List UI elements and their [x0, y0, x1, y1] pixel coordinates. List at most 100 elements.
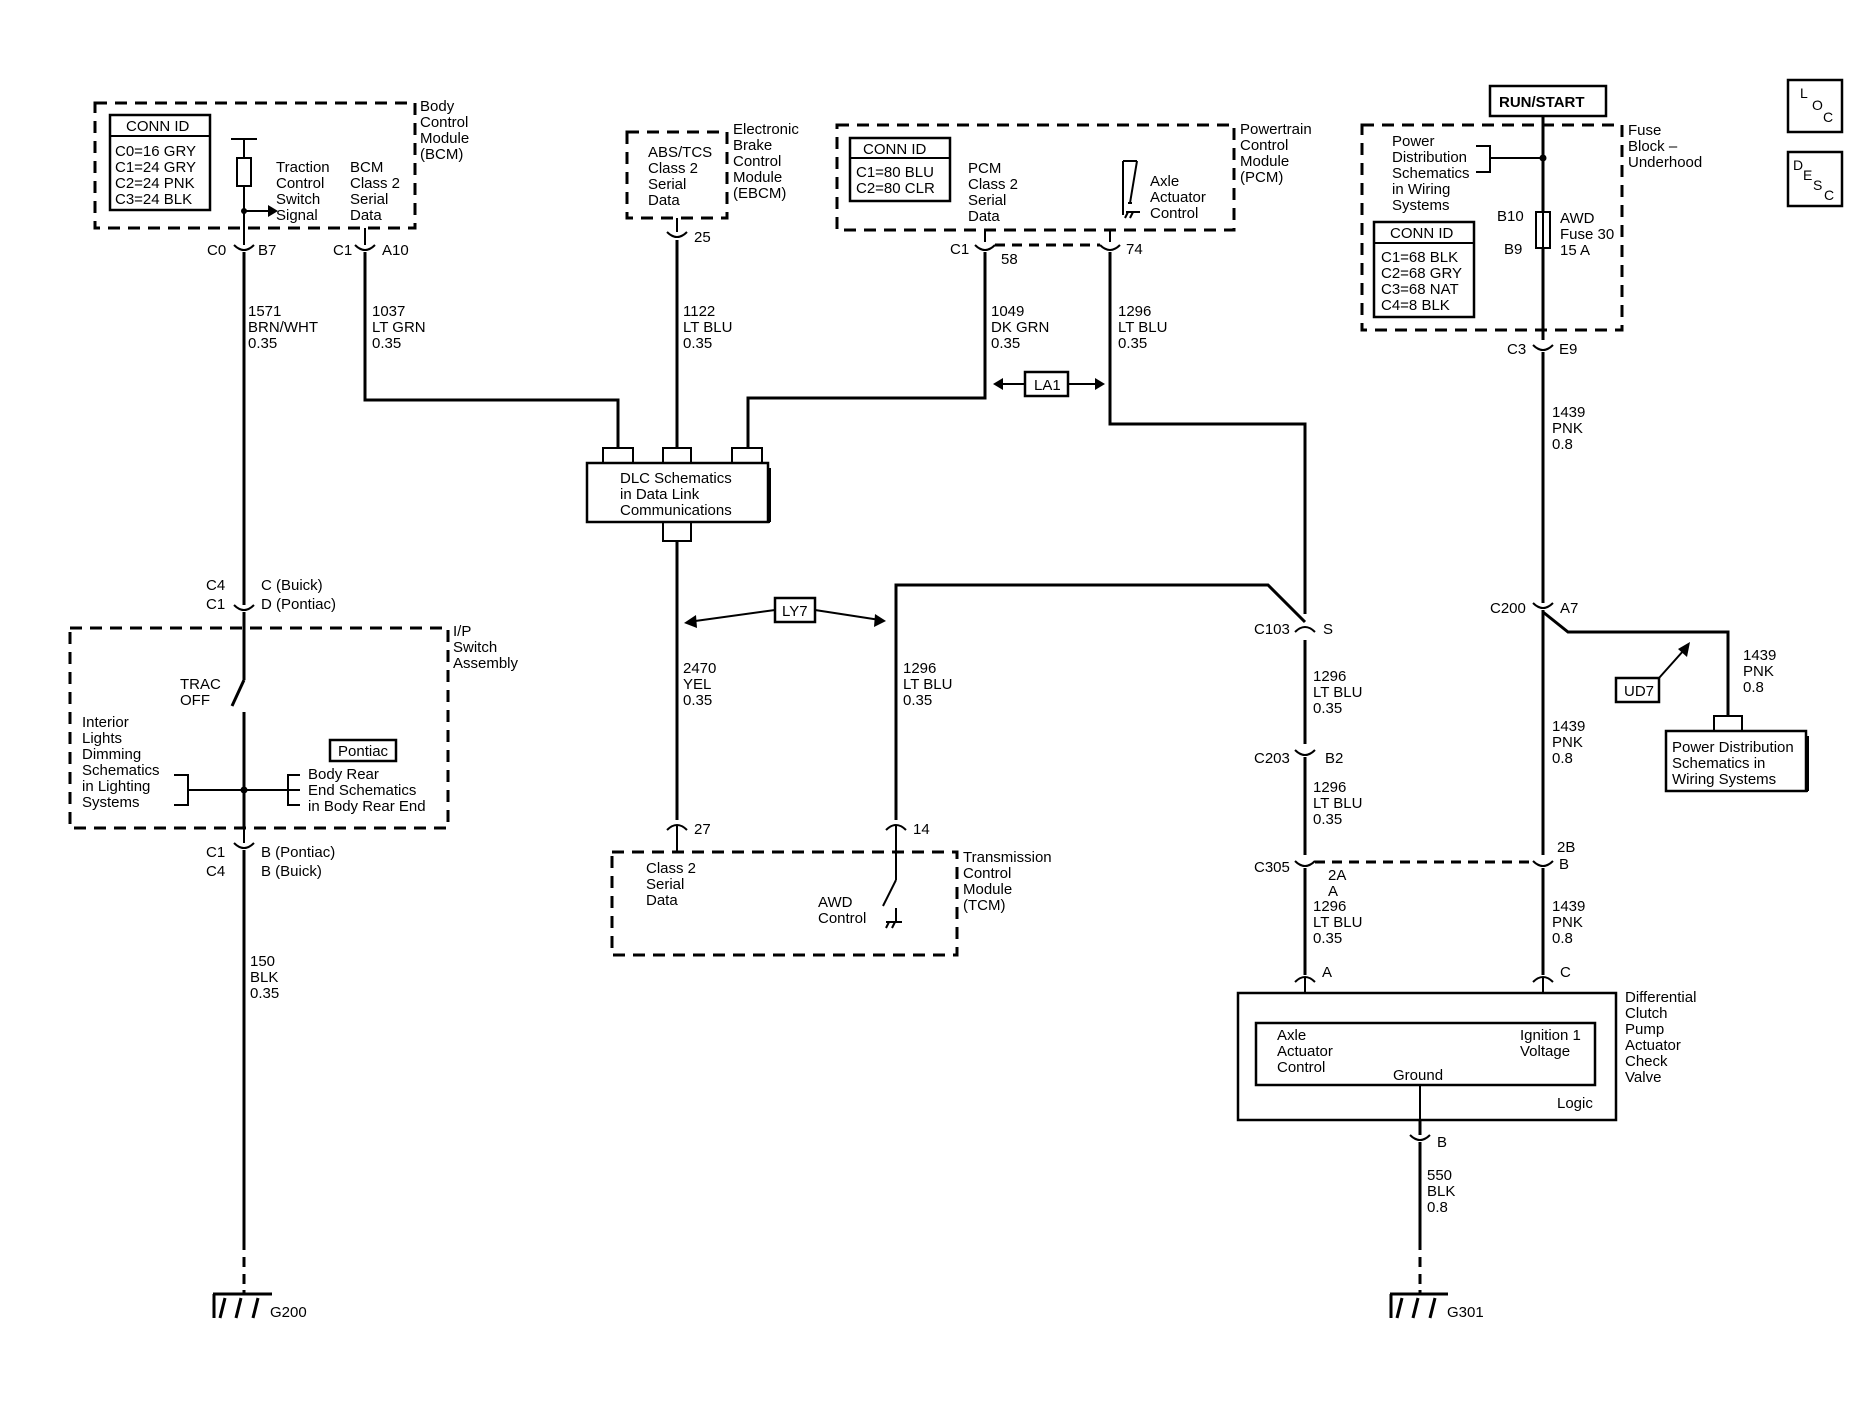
svg-text:Control: Control: [276, 175, 324, 192]
svg-text:O: O: [1812, 97, 1823, 113]
svg-text:YEL: YEL: [683, 676, 711, 693]
svg-text:TRAC: TRAC: [180, 676, 221, 693]
svg-text:Axle: Axle: [1150, 173, 1179, 190]
svg-text:Schematics: Schematics: [82, 762, 160, 779]
ud7-reference[interactable]: UD7: [1614, 642, 1690, 704]
wire-1296-c305-label: 1296 LT BLU 0.35: [1313, 898, 1362, 947]
svg-text:G200: G200: [270, 1304, 307, 1321]
svg-text:0.35: 0.35: [1313, 930, 1342, 947]
svg-text:Body Rear: Body Rear: [308, 766, 379, 783]
svg-text:L: L: [1800, 85, 1808, 101]
svg-text:LT BLU: LT BLU: [903, 676, 952, 693]
svg-text:BCM: BCM: [350, 159, 383, 176]
svg-text:Ground: Ground: [1393, 1067, 1443, 1084]
dlc-box[interactable]: DLC Schematics in Data Link Communicatio…: [585, 447, 771, 542]
svg-text:Interior: Interior: [82, 714, 129, 731]
svg-text:Actuator: Actuator: [1625, 1037, 1681, 1054]
svg-text:C0: C0: [207, 242, 226, 259]
pcm-pin-74: 74: [1099, 241, 1143, 258]
svg-text:Differential: Differential: [1625, 989, 1696, 1006]
svg-text:C200: C200: [1490, 600, 1526, 617]
svg-text:0.35: 0.35: [683, 692, 712, 709]
wire-1049-label: 1049 DK GRN 0.35: [991, 303, 1049, 352]
svg-text:C203: C203: [1254, 750, 1290, 767]
tcm-pin-27: 27: [666, 821, 711, 852]
tcm-pin-14: 14: [885, 821, 930, 852]
svg-text:PNK: PNK: [1743, 663, 1774, 680]
svg-text:C3=68 NAT: C3=68 NAT: [1381, 281, 1459, 298]
desc-icon[interactable]: D E S C: [1786, 150, 1844, 208]
svg-text:Block –: Block –: [1628, 138, 1678, 155]
svg-text:Pontiac: Pontiac: [338, 743, 389, 760]
svg-text:Class 2: Class 2: [648, 160, 698, 177]
svg-text:1439: 1439: [1552, 898, 1585, 915]
svg-text:LT BLU: LT BLU: [1313, 914, 1362, 931]
wire-1296-c203-label: 1296 LT BLU 0.35: [1313, 779, 1362, 828]
svg-text:B: B: [1437, 1134, 1447, 1151]
svg-text:(TCM): (TCM): [963, 897, 1005, 914]
svg-text:CONN ID: CONN ID: [1390, 225, 1454, 242]
svg-text:DLC Schematics: DLC Schematics: [620, 470, 732, 487]
svg-text:D (Pontiac): D (Pontiac): [261, 596, 336, 613]
ly7-reference[interactable]: LY7: [684, 596, 886, 628]
svg-text:Serial: Serial: [646, 876, 684, 893]
actuator-pin-a: A: [1294, 964, 1332, 993]
svg-text:Class 2: Class 2: [646, 860, 696, 877]
connector-c305: C305 2A A 2B B: [1254, 839, 1575, 900]
svg-text:BLK: BLK: [250, 969, 278, 986]
trac-off-switch: [230, 679, 246, 707]
svg-text:A10: A10: [382, 242, 409, 259]
svg-text:S: S: [1323, 621, 1333, 638]
svg-text:Valve: Valve: [1625, 1069, 1661, 1086]
svg-text:I/P: I/P: [453, 623, 471, 640]
svg-text:Power Distribution: Power Distribution: [1672, 739, 1794, 756]
svg-text:Underhood: Underhood: [1628, 154, 1702, 171]
svg-text:BLK: BLK: [1427, 1183, 1455, 1200]
svg-text:C1: C1: [950, 241, 969, 258]
svg-text:C4: C4: [206, 577, 225, 594]
svg-text:in Body Rear End: in Body Rear End: [308, 798, 426, 815]
svg-text:LT GRN: LT GRN: [372, 319, 426, 336]
svg-text:1037: 1037: [372, 303, 405, 320]
ip-switch-connector-bottom: C1 C4 B (Pontiac) B (Buick): [206, 828, 335, 880]
ground-g301: G301: [1389, 1290, 1484, 1321]
svg-text:C (Buick): C (Buick): [261, 577, 323, 594]
svg-text:OFF: OFF: [180, 692, 210, 709]
svg-text:0.35: 0.35: [372, 335, 401, 352]
bcm-pin-b7: C0 B7: [207, 240, 276, 259]
svg-text:C2=24 PNK: C2=24 PNK: [115, 175, 195, 192]
wire-1296-tcm-label: 1296 LT BLU 0.35: [903, 660, 952, 709]
ground-g200: G200: [212, 1290, 307, 1321]
svg-text:B: B: [1559, 856, 1569, 873]
svg-text:A7: A7: [1560, 600, 1578, 617]
svg-text:Schematics: Schematics: [1392, 165, 1470, 182]
svg-text:PNK: PNK: [1552, 420, 1583, 437]
svg-text:Body: Body: [420, 98, 455, 115]
svg-text:S: S: [1813, 177, 1822, 193]
wire-1296-pcm-label: 1296 LT BLU 0.35: [1118, 303, 1167, 352]
svg-text:B7: B7: [258, 242, 276, 259]
svg-text:1296: 1296: [1313, 668, 1346, 685]
wire-1049: [746, 252, 987, 448]
la1-reference[interactable]: LA1: [993, 370, 1105, 398]
svg-text:2A: 2A: [1328, 867, 1346, 884]
svg-text:C1: C1: [333, 242, 352, 259]
svg-text:1296: 1296: [1313, 898, 1346, 915]
svg-text:1049: 1049: [991, 303, 1024, 320]
power-distribution-box[interactable]: Power Distribution Schematics in Wiring …: [1664, 715, 1809, 793]
svg-text:in Data Link: in Data Link: [620, 486, 700, 503]
svg-text:Module: Module: [420, 130, 469, 147]
wire-1571-label: 1571 BRN/WHT 0.35: [248, 303, 318, 352]
wire-1037-label: 1037 LT GRN 0.35: [372, 303, 426, 352]
svg-text:UD7: UD7: [1624, 683, 1654, 700]
connector-c203: C203 B2: [1254, 749, 1343, 767]
wire-1296-tcm: [894, 583, 1307, 820]
svg-text:0.35: 0.35: [1313, 700, 1342, 717]
svg-text:Control: Control: [420, 114, 468, 131]
loc-icon[interactable]: L O C: [1786, 78, 1844, 134]
svg-text:Actuator: Actuator: [1277, 1043, 1333, 1060]
svg-text:0.8: 0.8: [1552, 930, 1573, 947]
wire-2470-label: 2470 YEL 0.35: [683, 660, 716, 709]
